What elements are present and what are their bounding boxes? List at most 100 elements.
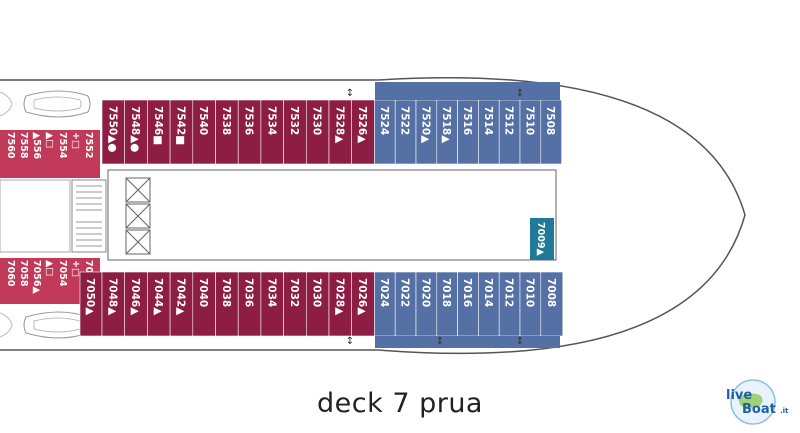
aft-cabin-label: 7056▲ <box>31 260 42 294</box>
cabin-label: 7008 <box>545 278 557 307</box>
cabin-label: 7508 <box>544 106 556 135</box>
cabin-7018: 7018 <box>436 271 458 337</box>
cabin-7044: 7044▲ <box>147 271 171 337</box>
cabin-label: 7036 <box>243 278 255 307</box>
cabin-label: 7040 <box>197 278 209 307</box>
connecting-door-icon: ↕ <box>346 88 354 99</box>
cabin-7012: 7012 <box>498 271 521 337</box>
cabin-7528: 7528▲ <box>328 99 353 165</box>
stairwell <box>71 179 107 253</box>
cabin-label: 7524 <box>378 106 390 135</box>
cabin-7508: 7508 <box>540 99 562 165</box>
aft-cabin-label: ▲□ <box>44 132 55 148</box>
cabin-7548: 7548▲● <box>124 99 148 165</box>
cabin-7542: 7542■ <box>169 99 194 165</box>
connecting-door-icon: ↕ <box>516 336 524 347</box>
cabin-label: 7016 <box>461 278 473 307</box>
connecting-door-markers: ↕↕↕↕↕ <box>346 88 524 347</box>
cabin-label: 7542■ <box>174 106 186 145</box>
cabin-label: 7030 <box>311 278 323 307</box>
cabin-label: 7028▲ <box>333 278 345 316</box>
cabin-label: 7048▲ <box>106 278 118 316</box>
cabin-7538: 7538 <box>215 99 239 165</box>
cabin-7522: 7522 <box>394 99 417 165</box>
cabin-label: 7528▲ <box>333 106 345 144</box>
cabin-label: 7530 <box>311 106 323 135</box>
cabin-7028: 7028▲ <box>328 271 353 337</box>
cabin-7518: 7518▲ <box>436 99 458 165</box>
cabin-label: 7044▲ <box>152 278 164 316</box>
cabin-7546: 7546■ <box>147 99 171 165</box>
cabin-label: 7540 <box>197 106 209 135</box>
cabin-7008: 7008 <box>540 271 564 337</box>
aft-cabin-label: 7054 <box>57 260 68 287</box>
cabin-7050: 7050▲ <box>79 271 103 337</box>
cabin-label: 7024 <box>378 278 390 307</box>
deck-caption: deck 7 prua <box>317 388 483 419</box>
cabin-7022: 7022 <box>394 271 417 337</box>
cabin-label: 7046▲ <box>129 278 141 316</box>
cabin-7030: 7030 <box>305 271 330 337</box>
cabin-label: 7042▲ <box>174 278 186 316</box>
central-corridor <box>107 169 557 261</box>
connecting-door-icon: ↕ <box>346 336 354 347</box>
cabin-7514: 7514 <box>478 99 500 165</box>
cabin-7010: 7010 <box>519 271 542 337</box>
cabin-7048: 7048▲ <box>101 271 126 337</box>
cabin-label: 7532 <box>288 106 300 135</box>
cabin-7026: 7026▲ <box>351 271 375 337</box>
aft-cabin-label: 7560 <box>5 132 16 159</box>
cabin-label: 7534 <box>265 106 277 135</box>
liveboat-watermark: live Boat .it <box>726 379 789 425</box>
cabin-7550: 7550▲● <box>101 99 126 165</box>
cabin-label: 7512 <box>503 106 515 135</box>
cabin-7524: 7524 <box>374 99 396 165</box>
cabin-7046: 7046▲ <box>124 271 148 337</box>
aft-cabin-label: 7558 <box>18 132 29 159</box>
aft-block-starboard <box>0 130 100 178</box>
blue-block-bottom <box>375 336 560 348</box>
elevator-shafts <box>125 177 151 255</box>
cabin-label: 7038 <box>220 278 232 307</box>
aft-wall-block <box>0 179 71 253</box>
cabin-7036: 7036 <box>237 271 262 337</box>
cabin-label: 7550▲● <box>106 106 118 152</box>
cabin-7016: 7016 <box>457 271 479 337</box>
cabin-7530: 7530 <box>305 99 330 165</box>
aft-cabin-label: 7058 <box>18 260 29 287</box>
cabin-label: 7514 <box>482 106 494 135</box>
suite-label: 7009▲ <box>535 222 546 256</box>
aft-cabin-label: +□ <box>70 132 81 149</box>
cabin-7532: 7532 <box>283 99 307 165</box>
cabin-7034: 7034 <box>260 271 284 337</box>
cabin-label: 7050▲ <box>84 278 96 316</box>
cabin-7024: 7024 <box>374 271 396 337</box>
cabin-7520: 7520▲ <box>415 99 438 165</box>
cabin-7516: 7516 <box>457 99 479 165</box>
cabin-7014: 7014 <box>478 271 500 337</box>
cabin-7042: 7042▲ <box>169 271 194 337</box>
watermark-boat: Boat <box>742 402 776 417</box>
cabin-label: 7012 <box>503 278 515 307</box>
aft-cabin-label: +□ <box>70 260 81 277</box>
cabin-label: 7520▲ <box>419 106 431 144</box>
cabin-label: 7522 <box>399 106 411 135</box>
cabin-7510: 7510 <box>519 99 542 165</box>
connecting-door-icon: ↕ <box>436 336 444 347</box>
cabin-label: 7026▲ <box>356 278 368 316</box>
suite-cabin <box>530 218 554 260</box>
cabin-7032: 7032 <box>283 271 307 337</box>
watermark-suffix: .it <box>780 407 789 415</box>
cabin-label: 7518▲ <box>440 106 452 144</box>
cabin-label: 7538 <box>220 106 232 135</box>
cabin-label: 7022 <box>399 278 411 307</box>
aft-cabin-label: ▲□ <box>44 260 55 276</box>
cabin-label: 7032 <box>288 278 300 307</box>
cabin-7534: 7534 <box>260 99 284 165</box>
port-cabin-row: 7050▲ 7048▲ 7046▲ 7044▲ 7042▲ 7040 7038 7036 703… <box>79 271 564 348</box>
cabin-7038: 7038 <box>215 271 239 337</box>
cabin-label: 7546■ <box>152 106 164 145</box>
cabin-label: 7034 <box>265 278 277 307</box>
cabin-label: 7020 <box>419 278 431 307</box>
